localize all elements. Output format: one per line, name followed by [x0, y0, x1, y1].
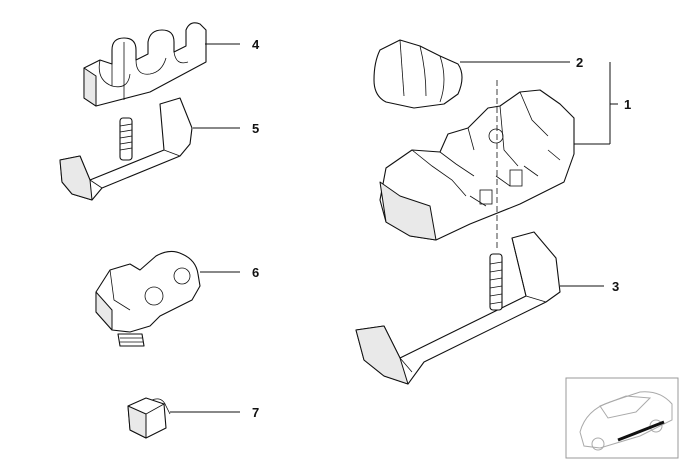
part-2-round-clip [373, 39, 463, 109]
callout-4: 4 [252, 37, 260, 52]
callout-6: 6 [252, 265, 259, 280]
callout-2: 2 [576, 55, 583, 70]
callout-5: 5 [252, 121, 259, 136]
part-7-small-clip [127, 397, 171, 439]
part-6-clip-assembly [95, 250, 201, 347]
stud-3 [489, 253, 503, 311]
part-5-tray-with-stud [59, 97, 193, 201]
part-1-pipe-holder [379, 89, 575, 241]
callout-3: 3 [612, 279, 619, 294]
part-3-tray-with-stud [355, 231, 561, 385]
pipe-location-highlight [617, 420, 665, 442]
callout-1: 1 [624, 97, 631, 112]
vehicle-location-thumbnail [565, 377, 679, 459]
callout-7: 7 [252, 405, 259, 420]
base-6 [117, 333, 145, 347]
part-4-pipe-clip [83, 22, 207, 107]
